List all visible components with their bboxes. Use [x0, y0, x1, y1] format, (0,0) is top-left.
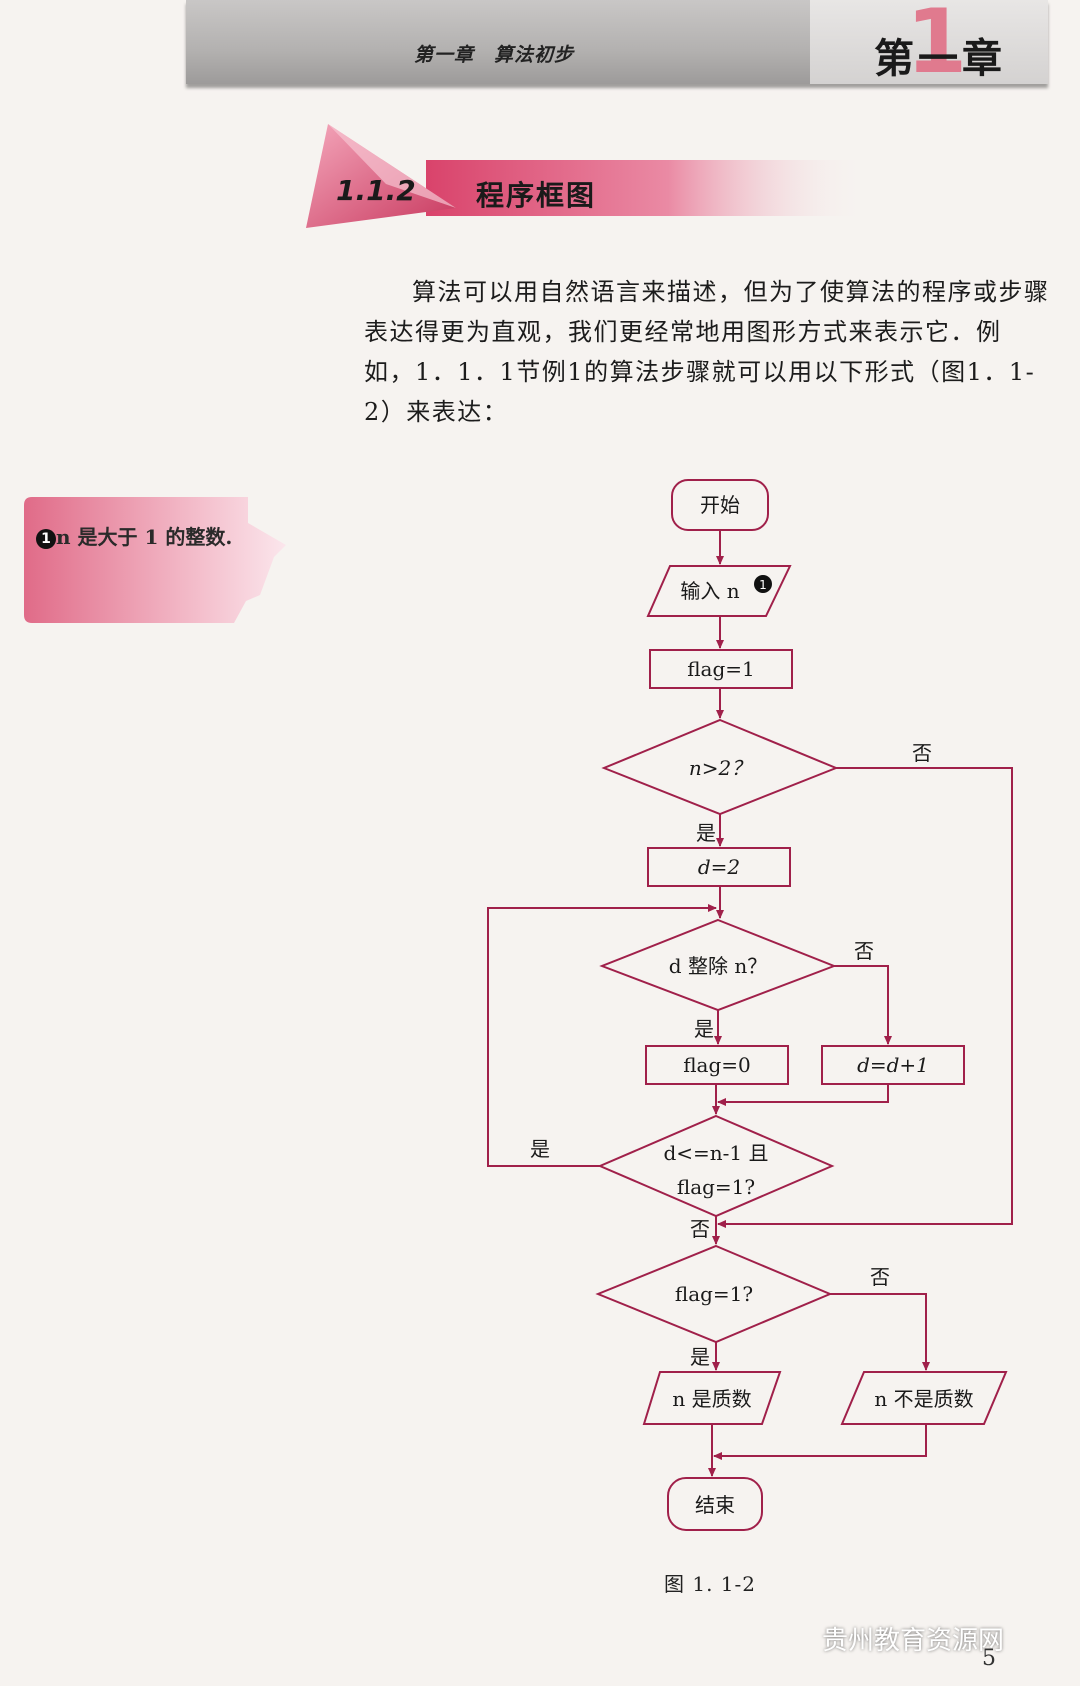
output-not-prime-box — [840, 1371, 1008, 1425]
branch-no-flag: 否 — [870, 1265, 890, 1289]
branch-no-loop: 否 — [690, 1217, 710, 1241]
d-init-label: d=2 — [698, 855, 740, 879]
arrow-divides-increment — [834, 965, 892, 1045]
input-box — [646, 565, 792, 617]
branch-yes-n-gt-2: 是 — [696, 821, 716, 845]
section-title: 程序框图 — [476, 179, 597, 212]
input-marker-dot — [754, 575, 772, 593]
page-header: 第一章 算法初步 1 第一章 — [186, 0, 1048, 93]
branch-no-divides: 否 — [854, 939, 874, 963]
cond-loop-label-2: flag=1? — [677, 1175, 755, 1199]
cond-divides-label: d 整除 n？ — [669, 954, 767, 978]
end-label: 结束 — [695, 1493, 735, 1517]
side-note-body: n 是大于 1 的整数. — [56, 525, 233, 549]
start-label: 开始 — [700, 493, 740, 517]
arrow-increment-merge — [717, 1084, 889, 1106]
section-number: 1.1.2 — [336, 174, 416, 207]
paragraph-text: 算法可以用自然语言来描述，但为了使算法的程序或步骤表达得更为直观，我们更经常地用… — [364, 278, 1050, 426]
running-title: 第一章 算法初步 — [414, 44, 575, 66]
output-prime-label: n 是质数 — [672, 1387, 751, 1411]
section-banner-shape — [306, 124, 866, 228]
arrow-not-prime-merge — [713, 1424, 927, 1460]
body-paragraph: 算法可以用自然语言来描述，但为了使算法的程序或步骤表达得更为直观，我们更经常地用… — [364, 272, 1050, 432]
branch-yes-flag: 是 — [690, 1345, 710, 1369]
page-number: 5 — [982, 1646, 996, 1671]
increment-d-box — [821, 1045, 965, 1085]
chapter-tab: 1 第一章 — [810, 0, 1048, 93]
cond-loop-label-1: d<=n-1 且 — [663, 1141, 768, 1165]
branch-no-n-gt-2: 否 — [912, 741, 932, 765]
note-marker: 1 — [36, 529, 56, 549]
cond-n-gt-2-label: n>2？ — [689, 756, 751, 780]
side-note-shape — [24, 497, 286, 623]
section-banner: 1.1.2 程序框图 — [306, 124, 866, 240]
branch-yes-divides: 是 — [694, 1017, 714, 1041]
arrow-flag-not-prime — [830, 1293, 930, 1371]
figure-caption: 图 1. 1-2 — [663, 1572, 756, 1596]
flag-zero-label: flag=0 — [683, 1053, 751, 1077]
flag-init-label: flag=1 — [687, 657, 755, 681]
chapter-label: 第一章 — [874, 36, 1006, 82]
output-not-prime-label: n 不是质数 — [874, 1387, 973, 1411]
increment-d-label: d=d+1 — [857, 1053, 929, 1077]
output-prime-box — [642, 1371, 782, 1425]
cond-flag-label: flag=1? — [675, 1282, 753, 1306]
end-terminal — [667, 1477, 763, 1531]
input-marker: 1 — [759, 578, 767, 592]
branch-yes-loop: 是 — [530, 1137, 550, 1161]
input-label: 输入 n — [680, 579, 739, 603]
arrow-n-le-2 — [717, 767, 1013, 1228]
chapter-number: 1 — [906, 0, 968, 93]
cond-loop — [597, 1114, 835, 1218]
arrow-loop-back — [487, 904, 717, 1167]
watermark: 贵州教育资源网 — [822, 1626, 1005, 1656]
